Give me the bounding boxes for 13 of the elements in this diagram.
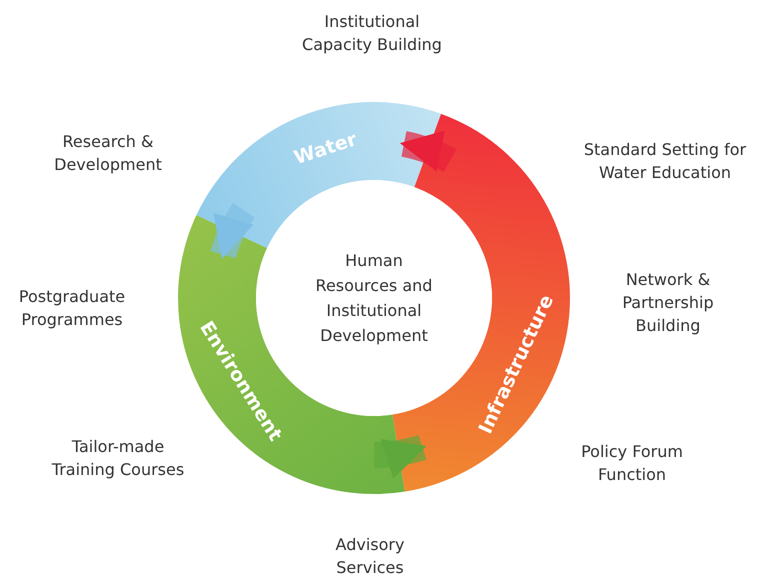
service-label: Tailor-made Training Courses [50,436,186,481]
arrow [400,131,456,173]
service-label: Policy Forum Function [580,441,684,486]
service-label: Research & Development [53,131,163,176]
service-label: Postgraduate Programmes [18,286,126,331]
service-label: Institutional Capacity Building [301,11,443,56]
center-text: Human Resources and Institutional Development [314,250,434,347]
service-label: Network & Partnership Building [621,269,715,337]
service-label: Advisory Services [334,534,406,579]
arrow [373,434,427,478]
service-label: Standard Setting for Water Education [582,139,748,184]
arrow [210,203,255,259]
segment-label: Water [291,128,360,170]
